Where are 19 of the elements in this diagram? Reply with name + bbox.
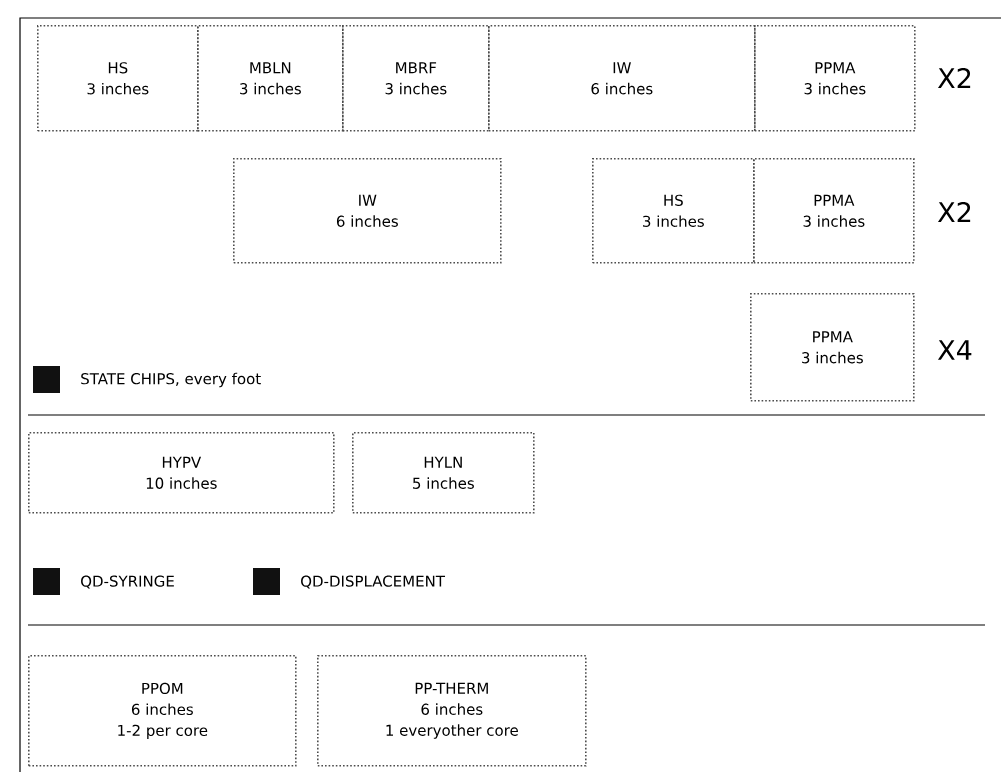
quantity-label: X2 [937, 68, 971, 88]
part-box: PPMA 3 inches [750, 293, 915, 402]
quantity-label: X4 [937, 340, 972, 360]
part-box: IW 6 inches [233, 158, 502, 264]
part-box: HYLN 5 inches [352, 432, 535, 514]
part-box: PPMA 3 inches [754, 25, 916, 132]
part-box: PP-THERM 6 inches 1 everyother core [317, 655, 587, 767]
part-box: HS 3 inches [592, 158, 755, 264]
quantity-label: X2 [937, 202, 971, 223]
part-box: HYPV 10 inches [28, 432, 335, 514]
legend-text: QD-DISPLACEMENT [301, 575, 446, 589]
legend-text: STATE CHIPS, every foot [81, 372, 261, 388]
part-box: MBLN 3 inches [197, 25, 344, 132]
part-box: PPOM 6 inches 1-2 per core [28, 655, 297, 767]
part-box: IW 6 inches [488, 25, 756, 132]
part-box: PPMA 3 inches [753, 158, 915, 264]
part-box: MBRF 3 inches [342, 25, 490, 132]
legend-text: QD-SYRINGE [81, 575, 174, 589]
part-box: HS 3 inches [37, 25, 199, 132]
